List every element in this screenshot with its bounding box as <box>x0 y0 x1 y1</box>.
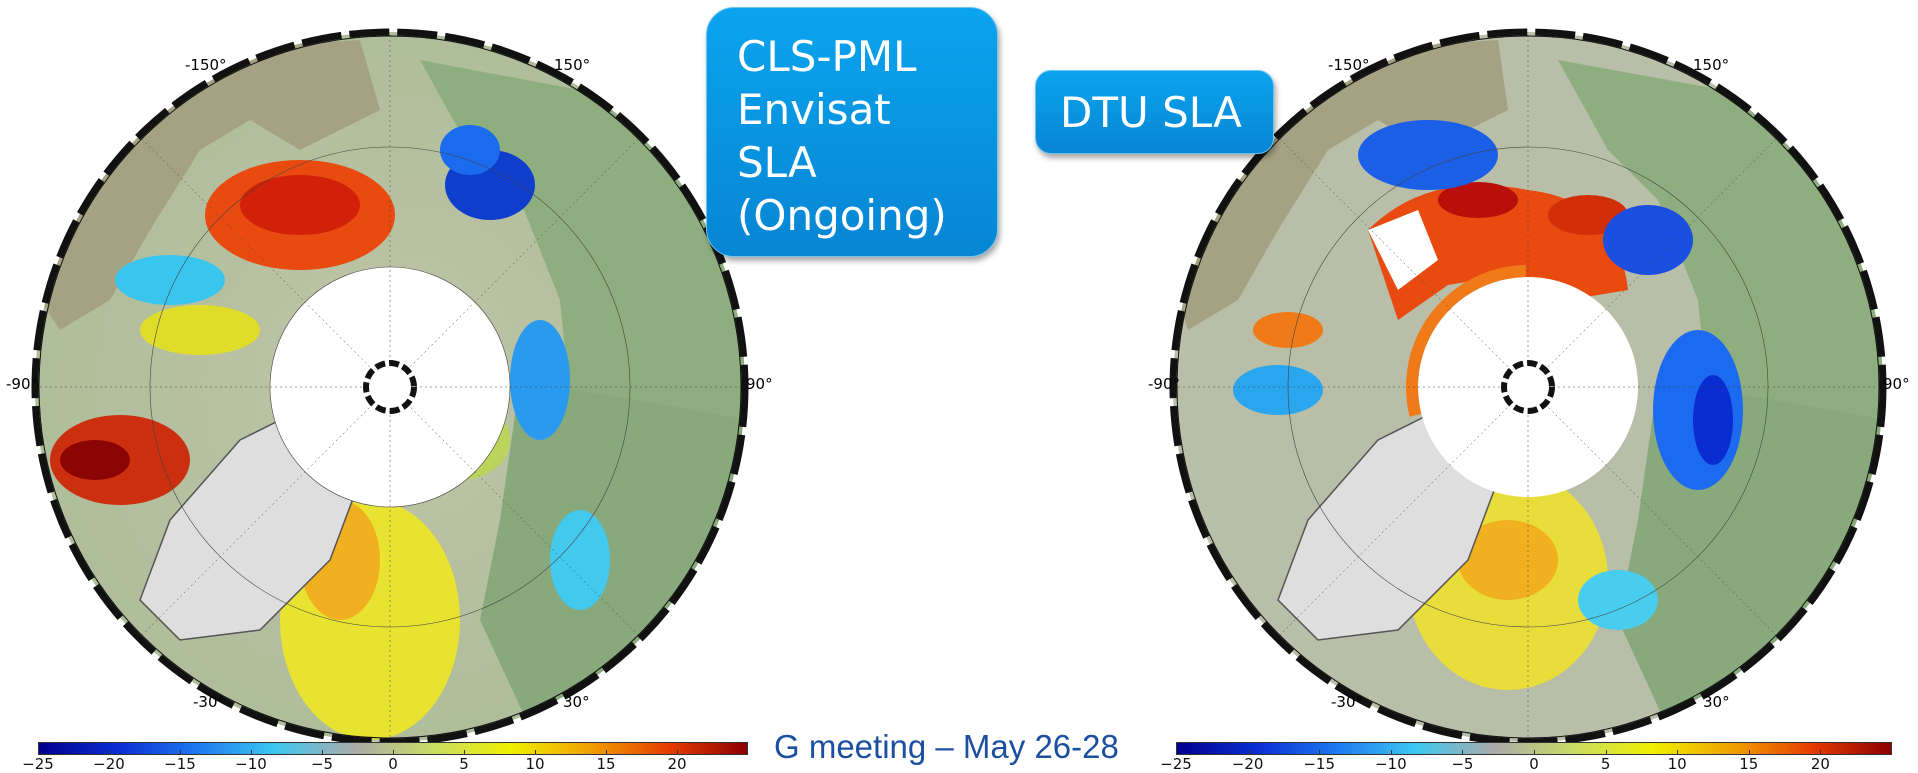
lon-label-90: 90° <box>1883 375 1910 393</box>
colorbar-tick-mark <box>1319 750 1321 755</box>
colorbar-tick-label: −20 <box>93 755 125 773</box>
colorbar-tick-mark <box>606 750 607 755</box>
colorbar-tick-mark <box>1176 750 1177 755</box>
colorbar-tick-mark <box>322 750 323 755</box>
lon-label-minus30: -30° <box>193 693 225 711</box>
colorbar-tick-label: 5 <box>459 755 469 773</box>
callout-dtu-sla: DTU SLA <box>1035 70 1274 154</box>
colorbar-tick-label: −25 <box>22 755 54 773</box>
colorbar-tick-label: 15 <box>1739 755 1759 773</box>
colorbar-tick-mark <box>677 750 678 755</box>
colorbar-left: −25 −20 −15 −10 −5 0 5 10 15 20 <box>22 742 748 773</box>
colorbar-tick-mark <box>109 750 110 755</box>
lon-label-150: 150° <box>554 56 591 74</box>
lon-label-minus30: -30° <box>1331 693 1363 711</box>
colorbar-tick-label: −15 <box>164 755 196 773</box>
colorbar-tick-mark <box>1247 750 1249 755</box>
lon-label-minus150: -150° <box>185 56 227 74</box>
lon-label-90: 90° <box>746 375 773 393</box>
callout-line: CLS-PML <box>737 32 917 81</box>
left-polar-map <box>31 28 749 746</box>
colorbar-tick-mark <box>535 750 536 755</box>
lon-label-30: 30° <box>563 693 590 711</box>
colorbar-tick-mark <box>1820 750 1822 755</box>
footer-meeting-text: G meeting – May 26-28 <box>774 728 1119 765</box>
colorbar-right: −25 −20 −15 −10 −5 0 5 10 15 20 <box>1160 742 1892 773</box>
colorbar-tick-label: 10 <box>1667 755 1687 773</box>
map-left-panel: -150° 150° -90° 90° -30° 30° <box>0 0 773 771</box>
colorbar-tick-label: −10 <box>235 755 267 773</box>
callout-line: Envisat <box>737 85 891 134</box>
lon-label-150: 150° <box>1693 56 1730 74</box>
colorbar-tick-label: −25 <box>1160 755 1192 773</box>
colorbar-tick-mark <box>1534 750 1535 755</box>
colorbar-tick-label: 15 <box>596 755 616 773</box>
colorbar-tick-mark <box>180 750 181 755</box>
colorbar-tick-label: 0 <box>388 755 398 773</box>
lon-label-minus150: -150° <box>1328 56 1370 74</box>
colorbar-tick-label: 20 <box>1810 755 1830 773</box>
colorbar-tick-label: −5 <box>1451 755 1474 773</box>
colorbar-tick-label: 20 <box>667 755 687 773</box>
map-right-panel: -150° 150° -90° 90° -30° 30° <box>1148 0 1918 771</box>
callout-line: (Ongoing) <box>737 191 947 240</box>
callout-line: SLA <box>737 138 817 187</box>
colorbar-tick-label: −20 <box>1231 755 1264 773</box>
colorbar-tick-label: 5 <box>1600 755 1611 773</box>
colorbar-tick-label: 0 <box>1529 755 1539 773</box>
colorbar-tick-mark <box>1462 750 1464 755</box>
colorbar-tick-label: −10 <box>1374 755 1407 773</box>
right-polar-map <box>1169 28 1887 746</box>
colorbar-tick-label: 10 <box>525 755 545 773</box>
callout-cls-pml-envisat: CLS-PML Envisat SLA (Ongoing) <box>706 7 998 257</box>
colorbar-tick-label: −15 <box>1303 755 1336 773</box>
colorbar-tick-mark <box>1390 750 1392 755</box>
lon-label-30: 30° <box>1703 693 1730 711</box>
colorbar-tick-mark <box>464 750 465 755</box>
colorbar-tick-mark <box>38 750 39 755</box>
lon-label-minus90: -90° <box>1148 375 1180 393</box>
colorbar-tick-mark <box>1748 750 1750 755</box>
colorbar-tick-mark <box>1605 750 1607 755</box>
lon-label-minus90: -90° <box>6 375 38 393</box>
colorbar-tick-label: −5 <box>310 755 334 773</box>
colorbar-tick-mark <box>393 750 394 755</box>
colorbar-tick-mark <box>251 750 252 755</box>
colorbar-tick-mark <box>1677 750 1679 755</box>
